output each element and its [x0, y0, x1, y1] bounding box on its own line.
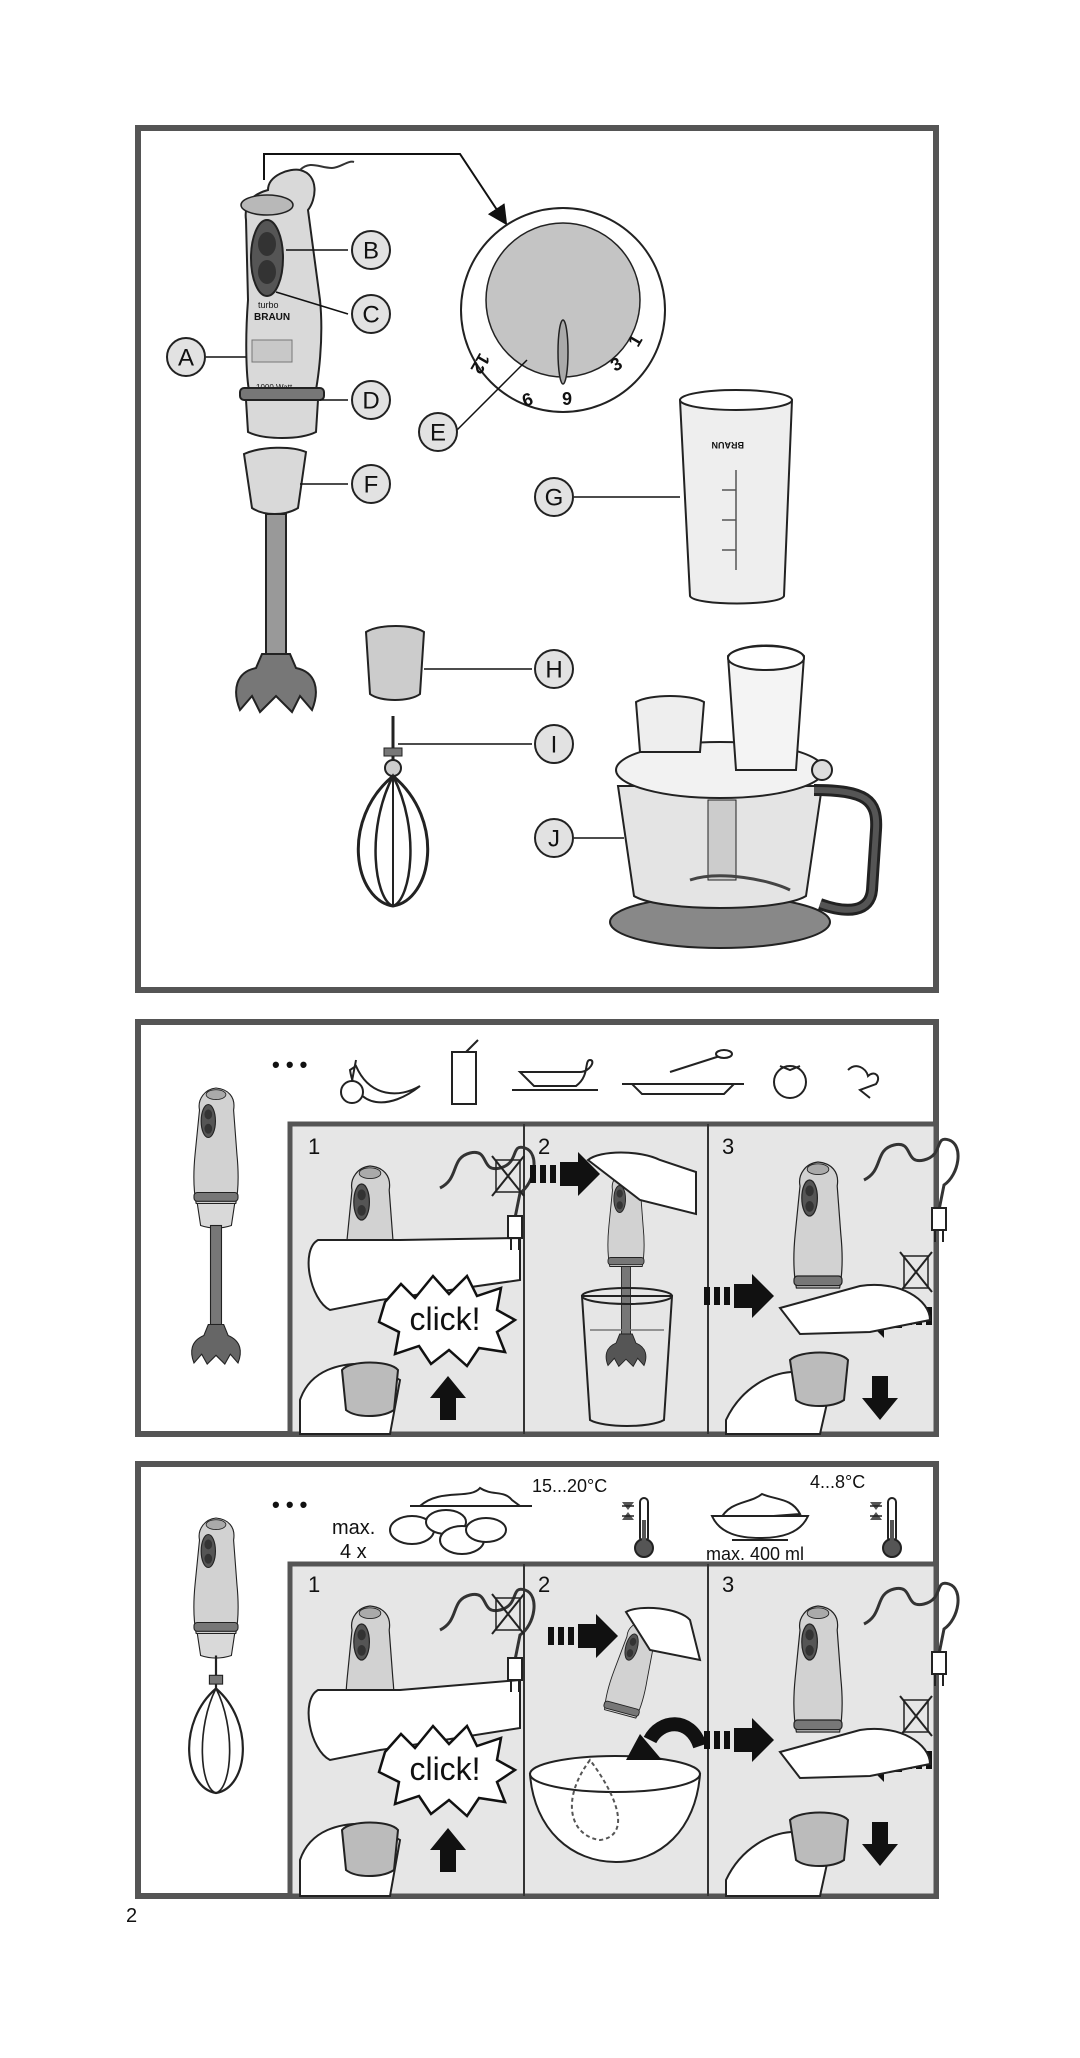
step-number: 2 [538, 1134, 550, 1159]
whisk-illustration [356, 716, 430, 908]
callout-A: A [166, 337, 206, 377]
blender-with-whisk-icon [188, 1517, 244, 1795]
page-number: 2 [126, 1905, 138, 1927]
leader-lines [206, 249, 680, 839]
dots: • • • [272, 1492, 307, 1517]
svg-text:J: J [548, 826, 560, 853]
svg-text:A: A [178, 345, 194, 372]
step-number: 3 [722, 1572, 734, 1597]
step-number: 2 [538, 1572, 550, 1597]
dots: • • • [272, 1052, 307, 1077]
callout-H: H [534, 649, 574, 689]
svg-text:B: B [363, 238, 379, 265]
blender-with-shaft-icon [191, 1087, 241, 1366]
svg-text:H: H [545, 657, 562, 684]
panel3-step-3: 3 [704, 1572, 960, 1897]
speed-dial-illustration: 1 3 6 9 12 [460, 207, 666, 413]
eggs-count-text: 4 x [340, 1541, 367, 1563]
turbo-label: turbo [258, 300, 279, 310]
svg-text:G: G [545, 485, 564, 512]
click-text: click! [409, 1301, 480, 1337]
callout-B: B [351, 230, 391, 270]
eggs-illustration [389, 1486, 532, 1555]
brand-label: BRAUN [254, 312, 290, 323]
callout-G: G [534, 477, 574, 517]
callout-C: C [351, 294, 391, 334]
step-number: 1 [308, 1572, 320, 1597]
svg-text:E: E [430, 420, 446, 447]
panel3-step-1: 1 click! [299, 1572, 536, 1897]
svg-text:D: D [362, 388, 379, 415]
beaker-brand: BRAUN [712, 440, 745, 450]
dial-number-6: 6 [562, 388, 572, 408]
cream-max-text: max. 400 ml [706, 1544, 804, 1564]
callout-F: F [351, 464, 391, 504]
click-text: click! [409, 1751, 480, 1787]
callout-E: E [418, 412, 458, 452]
measuring-beaker-illustration: BRAUN [678, 389, 794, 605]
callout-J: J [534, 818, 574, 858]
cream-bowl-illustration [710, 1492, 810, 1541]
panel2-step-3: 3 [704, 1134, 960, 1435]
svg-text:F: F [364, 472, 379, 499]
step-number: 1 [308, 1134, 320, 1159]
panel2-step-1: 1 click! [299, 1134, 536, 1435]
panel-whisk-assembly: • • • max. 4 x 15...20°C 4...8°C max. 40… [135, 1461, 960, 1899]
svg-text:C: C [362, 302, 379, 329]
temp-cream-text: 4...8°C [810, 1472, 865, 1492]
temp-eggs-text: 15...20°C [532, 1476, 607, 1496]
step-number: 3 [722, 1134, 734, 1159]
panel-blender-assembly: • • • [135, 1019, 960, 1437]
whisk-gearbox-illustration [364, 625, 426, 701]
figure-parts-overview: turbo BRAUN 1000 Watt 1 3 6 9 12 [135, 125, 939, 993]
tomato-icon [773, 1065, 807, 1099]
svg-text:I: I [551, 732, 558, 759]
soup-plate-icon [622, 1049, 744, 1095]
sauce-boat-icon [512, 1058, 598, 1091]
blender-shaft-illustration [235, 446, 317, 714]
eggs-max-text: max. [332, 1517, 375, 1539]
panel3-step-2: 2 [528, 1572, 707, 1864]
food-icons-row [340, 1039, 880, 1105]
drink-glass-icon [451, 1039, 479, 1105]
motor-part-illustration: turbo BRAUN 1000 Watt [239, 160, 355, 439]
banana-cherry-icon [340, 1059, 421, 1104]
herbs-icon [847, 1065, 880, 1099]
panel2-step-2: 2 [530, 1134, 697, 1427]
callout-I: I [534, 724, 574, 764]
callout-D: D [351, 380, 391, 420]
food-processor-illustration [609, 644, 883, 949]
